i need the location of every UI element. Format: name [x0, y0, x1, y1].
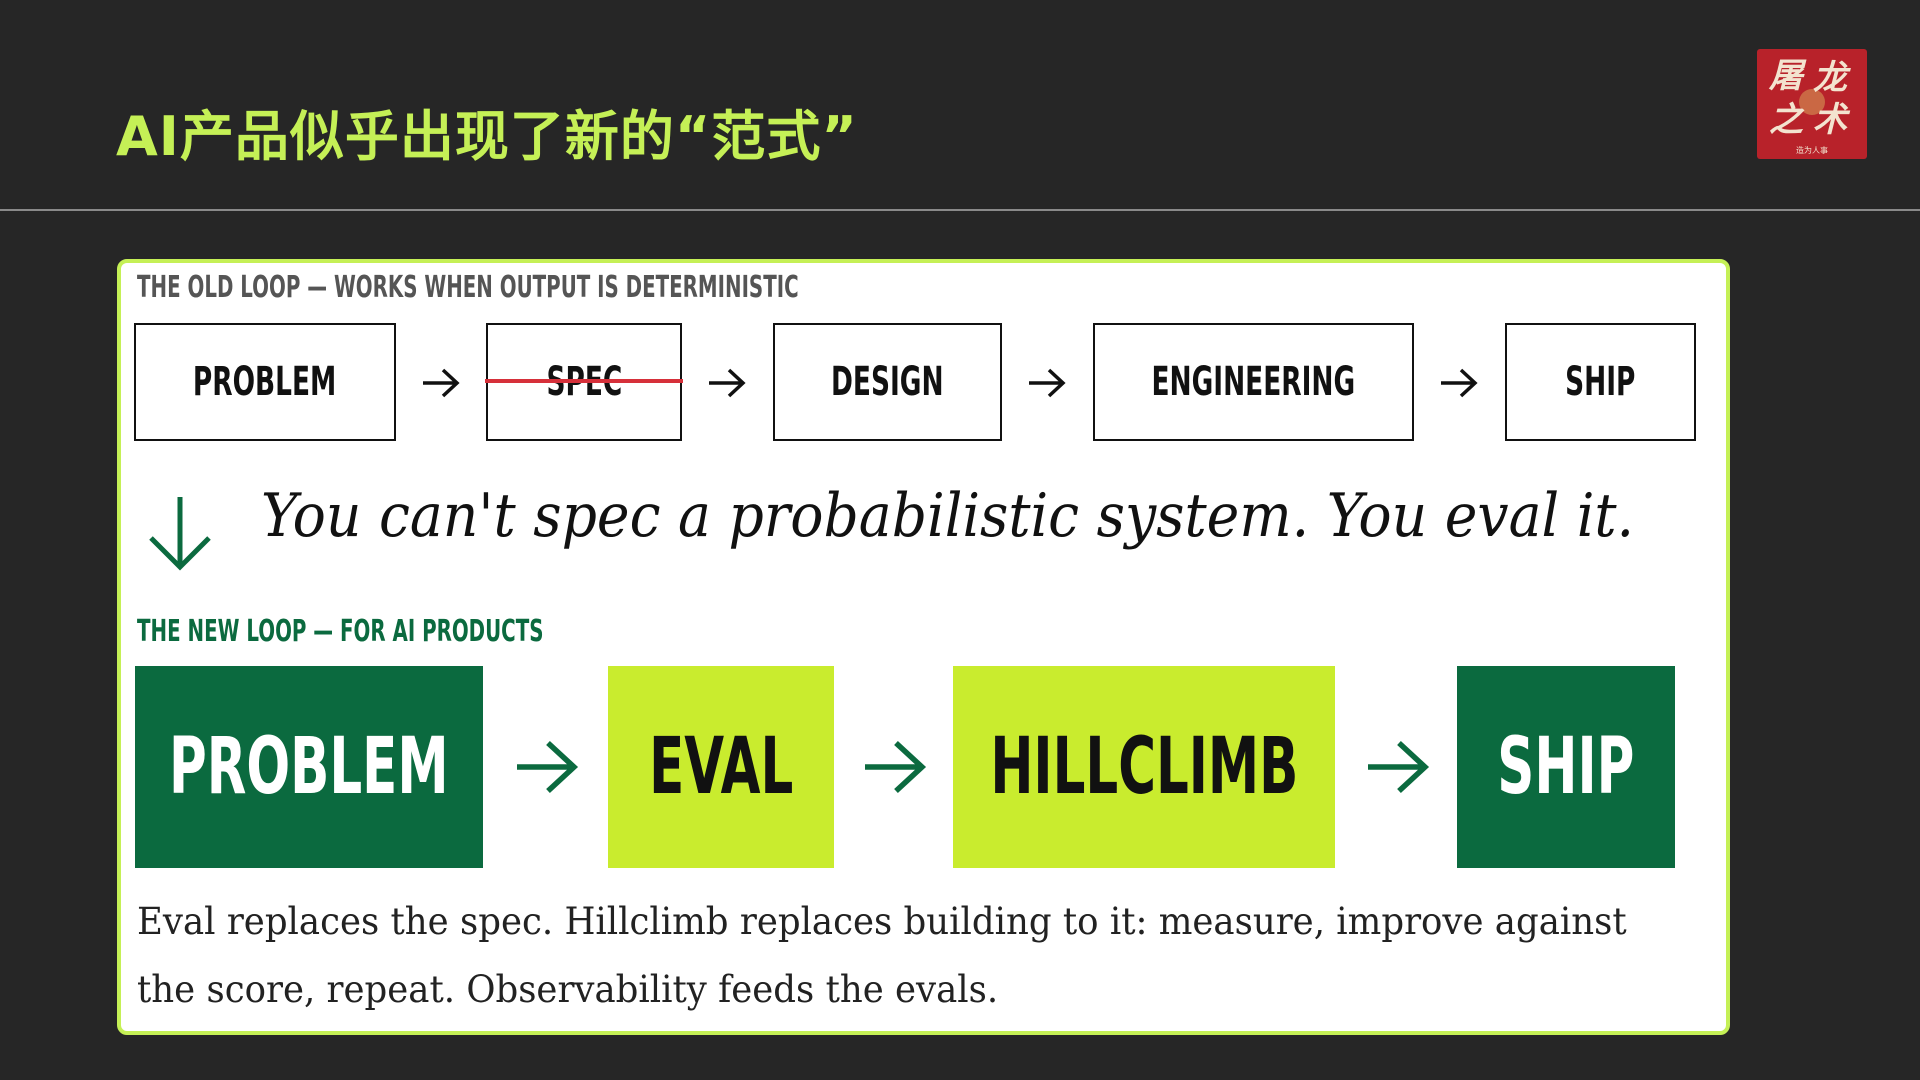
key-quote: You can't spec a probabilistic system. Y… — [261, 481, 1635, 551]
new-step-ship: SHIP — [1457, 666, 1675, 868]
right-arrow-icon — [862, 739, 928, 799]
right-arrow-icon — [1365, 739, 1431, 799]
old-step-engineering: ENGINEERING — [1093, 323, 1414, 441]
loop-comparison-card: THE OLD LOOP — WORKS WHEN OUTPUT IS DETE… — [117, 259, 1730, 1035]
old-step-spec: SPEC — [485, 323, 683, 441]
brand-logo: 屠 龙 之 术 造为人事 — [1757, 49, 1867, 159]
logo-glyph: 屠 — [1769, 56, 1803, 96]
old-step-design: DESIGN — [773, 323, 1002, 441]
explanation-text: Eval replaces the spec. Hillclimb replac… — [137, 900, 1627, 1011]
right-arrow-icon — [421, 367, 461, 403]
logo-glyph: 之 — [1769, 100, 1803, 140]
old-loop-label: THE OLD LOOP — WORKS WHEN OUTPUT IS DETE… — [137, 270, 799, 305]
title-divider — [0, 209, 1920, 211]
logo-caption: 造为人事 — [1796, 146, 1828, 155]
old-step-problem: PROBLEM — [134, 323, 396, 441]
old-step-ship: SHIP — [1505, 323, 1696, 441]
new-step-hillclimb: HILLCLIMB — [953, 666, 1335, 868]
new-step-problem: PROBLEM — [135, 666, 483, 868]
right-arrow-icon — [707, 367, 747, 403]
logo-glyph: 龙 — [1813, 58, 1847, 98]
right-arrow-icon — [514, 739, 580, 799]
logo-seal — [1799, 89, 1825, 115]
new-step-eval: EVAL — [608, 666, 834, 868]
logo-glyph: 术 — [1813, 100, 1847, 140]
slide-title: AI产品似乎出现了新的“范式” — [116, 105, 858, 168]
right-arrow-icon — [1027, 367, 1067, 403]
strikethrough-line — [485, 379, 683, 383]
new-loop-label: THE NEW LOOP — FOR AI PRODUCTS — [137, 614, 544, 649]
right-arrow-icon — [1439, 367, 1479, 403]
down-arrow-icon — [145, 493, 215, 577]
